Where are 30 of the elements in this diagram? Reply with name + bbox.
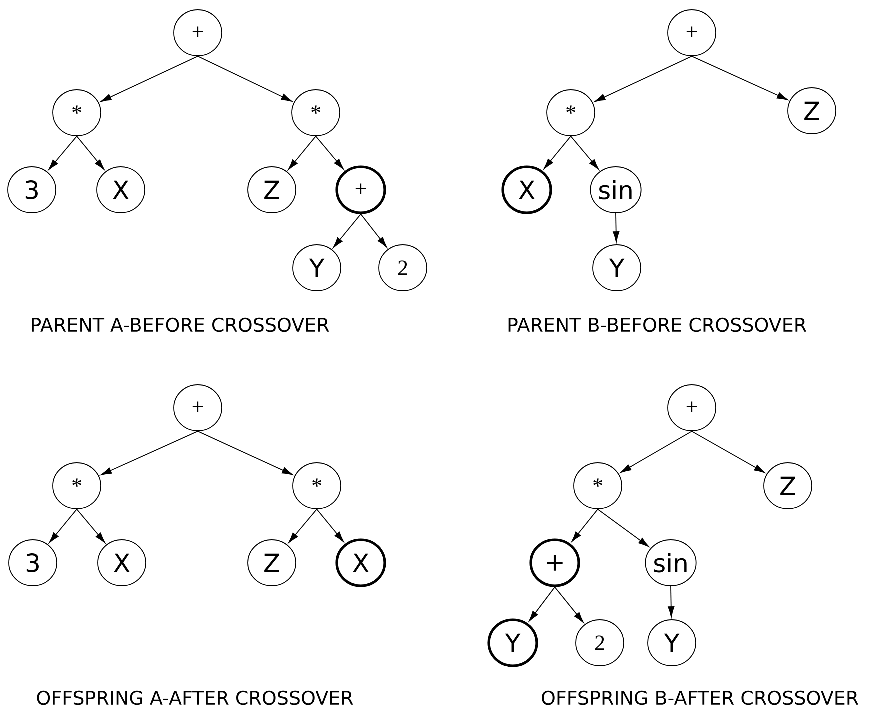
arrow bbox=[76, 509, 106, 544]
arrow bbox=[333, 214, 362, 248]
arrow bbox=[100, 56, 198, 102]
arrow bbox=[288, 136, 316, 170]
arrow bbox=[360, 214, 388, 248]
arrow bbox=[544, 136, 572, 170]
tree-caption: OFFSPRING A-AFTER CROSSOVER bbox=[37, 690, 354, 706]
arrow bbox=[692, 56, 788, 100]
tree-caption: OFFSPRING B-AFTER CROSSOVER bbox=[542, 690, 859, 706]
tree-caption: PARENT B-BEFORE CROSSOVER bbox=[508, 318, 807, 332]
arrow bbox=[49, 509, 78, 544]
arrow bbox=[598, 509, 650, 548]
arrow bbox=[48, 136, 78, 170]
arrow bbox=[668, 586, 675, 618]
arrow bbox=[620, 431, 692, 474]
arrow bbox=[288, 509, 318, 544]
arrow bbox=[572, 509, 598, 542]
arrow bbox=[613, 213, 620, 242]
arrow bbox=[198, 56, 292, 102]
arrow bbox=[570, 136, 600, 170]
tree-caption: PARENT A-BEFORE CROSSOVER bbox=[32, 318, 330, 332]
arrow bbox=[594, 56, 692, 102]
arrow bbox=[316, 136, 344, 170]
arrow bbox=[554, 586, 584, 623]
arrow bbox=[528, 586, 556, 622]
arrow bbox=[76, 136, 105, 170]
arrow bbox=[198, 431, 294, 476]
arrow bbox=[316, 509, 344, 542]
arrow bbox=[101, 431, 198, 476]
arrow bbox=[692, 431, 766, 474]
